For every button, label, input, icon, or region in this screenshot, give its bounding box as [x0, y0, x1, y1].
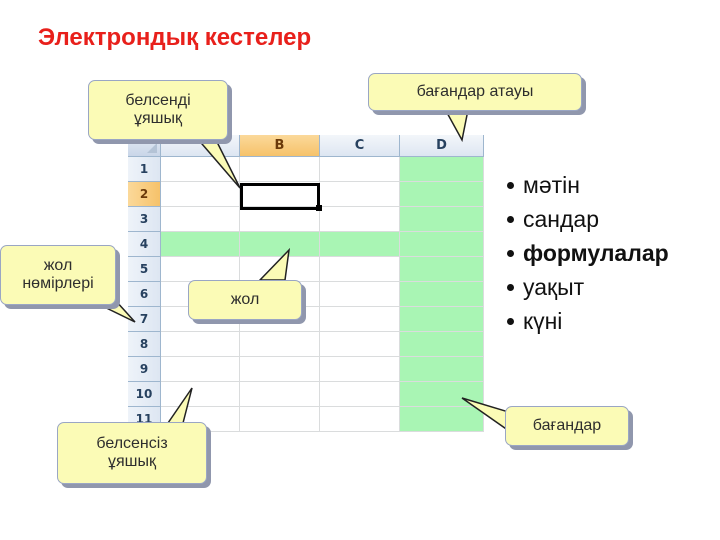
- list-item: уақыт: [505, 270, 669, 304]
- row-header-5[interactable]: 5: [128, 257, 161, 282]
- cell-c7[interactable]: [320, 307, 400, 332]
- bullet-icon: [507, 250, 514, 257]
- cell-d1[interactable]: [400, 157, 484, 182]
- cell-d9[interactable]: [400, 357, 484, 382]
- cell-a1[interactable]: [161, 157, 240, 182]
- cell-c2[interactable]: [320, 182, 400, 207]
- cell-c9[interactable]: [320, 357, 400, 382]
- cell-a9[interactable]: [161, 357, 240, 382]
- cell-c10[interactable]: [320, 382, 400, 407]
- row-header-4[interactable]: 4: [128, 232, 161, 257]
- cell-b9[interactable]: [240, 357, 320, 382]
- cell-a3[interactable]: [161, 207, 240, 232]
- cell-a2[interactable]: [161, 182, 240, 207]
- cell-b2[interactable]: [240, 182, 320, 207]
- bullet-icon: [507, 284, 514, 291]
- bullet-icon: [507, 216, 514, 223]
- column-header-b[interactable]: B: [240, 135, 320, 157]
- cell-b1[interactable]: [240, 157, 320, 182]
- callout-active-cell: белсенді ұяшық: [88, 80, 228, 140]
- list-item: формулалар: [505, 236, 669, 270]
- bullet-icon: [507, 182, 514, 189]
- row-header-1[interactable]: 1: [128, 157, 161, 182]
- callout-columns: бағандар: [505, 406, 629, 446]
- cell-d7[interactable]: [400, 307, 484, 332]
- fill-handle[interactable]: [316, 205, 322, 211]
- row-header-3[interactable]: 3: [128, 207, 161, 232]
- cell-b11[interactable]: [240, 407, 320, 432]
- list-item: сандар: [505, 202, 669, 236]
- active-cell[interactable]: [240, 183, 320, 210]
- cell-b10[interactable]: [240, 382, 320, 407]
- cell-d8[interactable]: [400, 332, 484, 357]
- callout-row: жол: [188, 280, 302, 320]
- cell-c11[interactable]: [320, 407, 400, 432]
- cell-a10[interactable]: [161, 382, 240, 407]
- cell-a8[interactable]: [161, 332, 240, 357]
- list-item-label: сандар: [523, 206, 599, 232]
- cell-c6[interactable]: [320, 282, 400, 307]
- cell-a5[interactable]: [161, 257, 240, 282]
- cell-c8[interactable]: [320, 332, 400, 357]
- column-header-d[interactable]: D: [400, 135, 484, 157]
- cell-b3[interactable]: [240, 207, 320, 232]
- cell-a4[interactable]: [161, 232, 240, 257]
- cell-b4[interactable]: [240, 232, 320, 257]
- row-header-10[interactable]: 10: [128, 382, 161, 407]
- list-item-label: формулалар: [523, 240, 669, 266]
- cell-c5[interactable]: [320, 257, 400, 282]
- data-types-list: мәтін сандар формулалар уақыт күні: [505, 168, 669, 338]
- cell-d3[interactable]: [400, 207, 484, 232]
- column-header-c[interactable]: C: [320, 135, 400, 157]
- bullet-icon: [507, 318, 514, 325]
- cell-d6[interactable]: [400, 282, 484, 307]
- callout-row-numbers: жол нөмірлері: [0, 245, 116, 305]
- list-item-label: уақыт: [523, 274, 585, 300]
- list-item-label: күні: [523, 308, 563, 334]
- callout-inactive-cell: белсенсіз ұяшық: [57, 422, 207, 484]
- row-header-9[interactable]: 9: [128, 357, 161, 382]
- list-item: күні: [505, 304, 669, 338]
- cell-c3[interactable]: [320, 207, 400, 232]
- cell-b5[interactable]: [240, 257, 320, 282]
- list-item-label: мәтін: [523, 172, 580, 198]
- cell-c1[interactable]: [320, 157, 400, 182]
- cell-c4[interactable]: [320, 232, 400, 257]
- row-header-6[interactable]: 6: [128, 282, 161, 307]
- cell-d10[interactable]: [400, 382, 484, 407]
- page-title: Электрондық кестелер: [38, 24, 312, 51]
- row-header-7[interactable]: 7: [128, 307, 161, 332]
- row-header-2[interactable]: 2: [128, 182, 161, 207]
- list-item: мәтін: [505, 168, 669, 202]
- cell-d5[interactable]: [400, 257, 484, 282]
- row-header-8[interactable]: 8: [128, 332, 161, 357]
- select-all-corner[interactable]: [128, 135, 161, 157]
- cell-d4[interactable]: [400, 232, 484, 257]
- callout-column-names: бағандар атауы: [368, 73, 582, 111]
- cell-b8[interactable]: [240, 332, 320, 357]
- cell-d2[interactable]: [400, 182, 484, 207]
- cell-d11[interactable]: [400, 407, 484, 432]
